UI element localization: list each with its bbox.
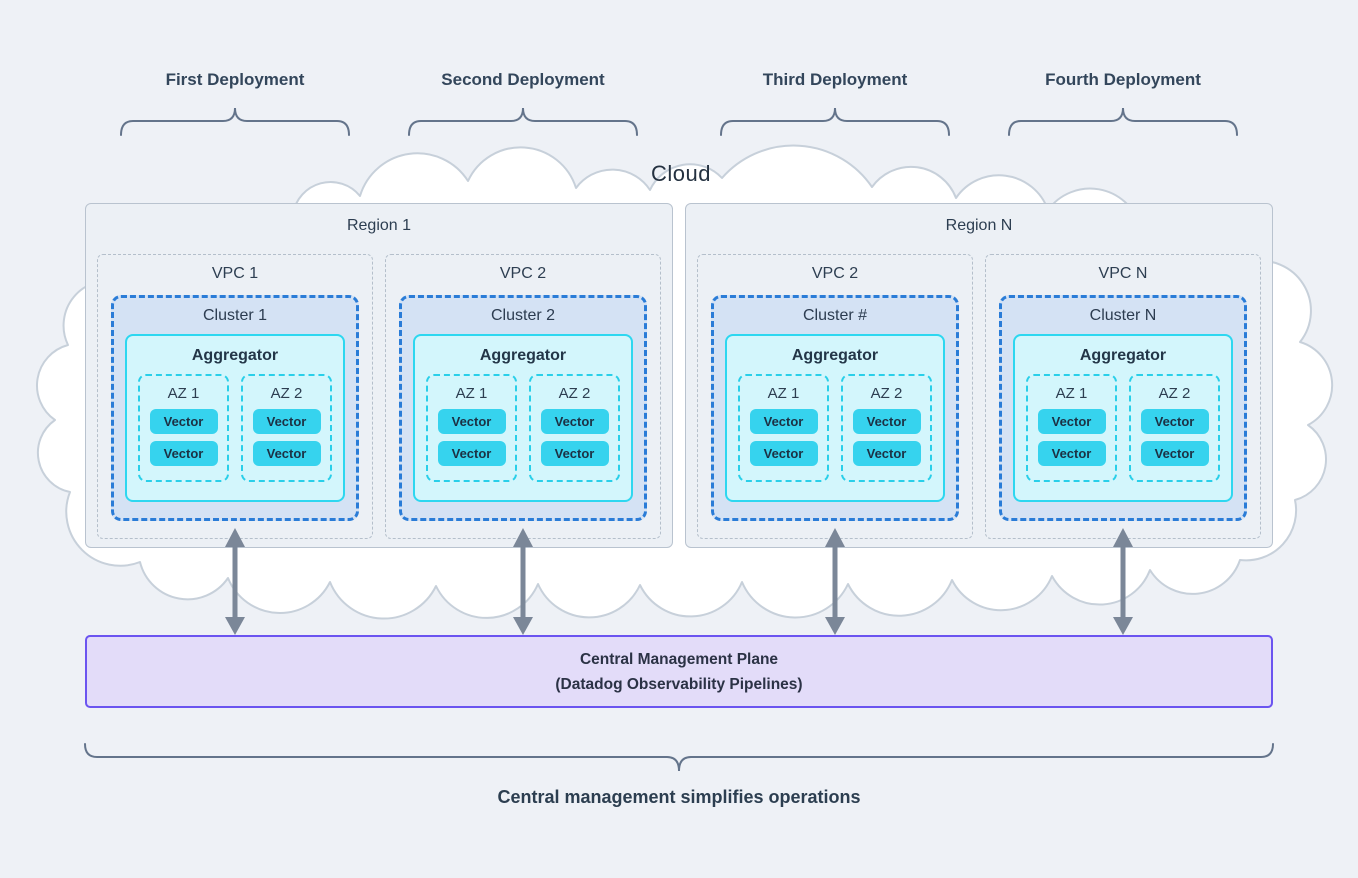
vector-node: Vector	[149, 441, 218, 466]
az-2-box: AZ 2 Vector Vector	[841, 374, 932, 482]
vpc-2n-box: VPC 2 Cluster # Aggregator AZ 1 Vector V…	[697, 254, 973, 539]
az-1-box: AZ 1 Vector Vector	[426, 374, 517, 482]
aggregator-title: Aggregator	[1079, 347, 1167, 364]
vpc-n-title: VPC N	[1098, 265, 1148, 282]
vpc-2-title: VPC 2	[499, 265, 547, 282]
deployment-label-fourth: Fourth Deployment	[1045, 70, 1201, 89]
deployment-label-third: Third Deployment	[762, 70, 908, 89]
central-management-plane: Central Management Plane (Datadog Observ…	[85, 635, 1273, 708]
brace-central-management	[84, 743, 1274, 772]
brace-third-deployment	[720, 107, 950, 136]
az-row: AZ 1 Vector Vector AZ 2 Vector Vector	[127, 374, 343, 482]
aggregator-title: Aggregator	[791, 347, 879, 364]
vector-node: Vector	[1037, 441, 1106, 466]
az-row: AZ 1 Vector Vector AZ 2 Vector Vector	[727, 374, 943, 482]
region-n-box: Region N VPC 2 Cluster # Aggregator AZ 1…	[685, 203, 1273, 548]
az-2-box: AZ 2 Vector Vector	[241, 374, 332, 482]
vector-node: Vector	[437, 409, 506, 434]
vpc-2n-title: VPC 2	[811, 265, 859, 282]
vector-node: Vector	[852, 441, 921, 466]
cluster-2-box: Cluster 2 Aggregator AZ 1 Vector Vector …	[399, 295, 647, 521]
az-2-box: AZ 2 Vector Vector	[1129, 374, 1220, 482]
vector-node: Vector	[437, 441, 506, 466]
az-row: AZ 1 Vector Vector AZ 2 Vector Vector	[1015, 374, 1231, 482]
region-1-vpcs: VPC 1 Cluster 1 Aggregator AZ 1 Vector V…	[97, 254, 661, 539]
az-2-title: AZ 2	[1158, 385, 1191, 402]
vector-node: Vector	[1140, 441, 1209, 466]
aggregator-box: Aggregator AZ 1 Vector Vector AZ 2 Vecto…	[413, 334, 633, 502]
cluster-2-title: Cluster 2	[490, 307, 556, 324]
vector-node: Vector	[1037, 409, 1106, 434]
aggregator-box: Aggregator AZ 1 Vector Vector AZ 2 Vecto…	[1013, 334, 1233, 502]
az-2-title: AZ 2	[558, 385, 591, 402]
cluster-hash-box: Cluster # Aggregator AZ 1 Vector Vector …	[711, 295, 959, 521]
vector-node: Vector	[540, 441, 609, 466]
brace-first-deployment	[120, 107, 350, 136]
az-1-title: AZ 1	[767, 385, 800, 402]
plane-subtitle: (Datadog Observability Pipelines)	[555, 675, 803, 693]
plane-title: Central Management Plane	[579, 650, 779, 668]
bottom-caption: Central management simplifies operations	[497, 787, 861, 807]
az-2-title: AZ 2	[270, 385, 303, 402]
cluster-hash-title: Cluster #	[802, 307, 868, 324]
cluster-n-title: Cluster N	[1089, 307, 1157, 324]
vpc-2-box: VPC 2 Cluster 2 Aggregator AZ 1 Vector V…	[385, 254, 661, 539]
cluster-1-box: Cluster 1 Aggregator AZ 1 Vector Vector …	[111, 295, 359, 521]
region-n-title: Region N	[945, 217, 1013, 234]
vpc-1-box: VPC 1 Cluster 1 Aggregator AZ 1 Vector V…	[97, 254, 373, 539]
vpc-n-box: VPC N Cluster N Aggregator AZ 1 Vector V…	[985, 254, 1261, 539]
az-1-title: AZ 1	[1055, 385, 1088, 402]
cluster-n-box: Cluster N Aggregator AZ 1 Vector Vector …	[999, 295, 1247, 521]
vector-node: Vector	[1140, 409, 1209, 434]
vector-node: Vector	[149, 409, 218, 434]
vector-node: Vector	[749, 409, 818, 434]
az-2-box: AZ 2 Vector Vector	[529, 374, 620, 482]
vector-node: Vector	[749, 441, 818, 466]
brace-second-deployment	[408, 107, 638, 136]
aggregator-box: Aggregator AZ 1 Vector Vector AZ 2 Vecto…	[125, 334, 345, 502]
aggregator-title: Aggregator	[479, 347, 567, 364]
deployment-label-first: First Deployment	[165, 70, 305, 89]
az-row: AZ 1 Vector Vector AZ 2 Vector Vector	[415, 374, 631, 482]
deployment-label-second: Second Deployment	[441, 70, 605, 89]
cloud-label: Cloud	[651, 161, 711, 186]
vector-node: Vector	[852, 409, 921, 434]
cluster-1-title: Cluster 1	[202, 307, 268, 324]
brace-fourth-deployment	[1008, 107, 1238, 136]
aggregator-box: Aggregator AZ 1 Vector Vector AZ 2 Vecto…	[725, 334, 945, 502]
region-1-title: Region 1	[346, 217, 412, 234]
az-2-title: AZ 2	[870, 385, 903, 402]
az-1-box: AZ 1 Vector Vector	[138, 374, 229, 482]
az-1-title: AZ 1	[455, 385, 488, 402]
vector-node: Vector	[252, 441, 321, 466]
vector-node: Vector	[540, 409, 609, 434]
vpc-1-title: VPC 1	[211, 265, 259, 282]
region-1-box: Region 1 VPC 1 Cluster 1 Aggregator AZ 1…	[85, 203, 673, 548]
az-1-box: AZ 1 Vector Vector	[738, 374, 829, 482]
az-1-title: AZ 1	[167, 385, 200, 402]
region-n-vpcs: VPC 2 Cluster # Aggregator AZ 1 Vector V…	[697, 254, 1261, 539]
az-1-box: AZ 1 Vector Vector	[1026, 374, 1117, 482]
aggregator-title: Aggregator	[191, 347, 279, 364]
vector-node: Vector	[252, 409, 321, 434]
